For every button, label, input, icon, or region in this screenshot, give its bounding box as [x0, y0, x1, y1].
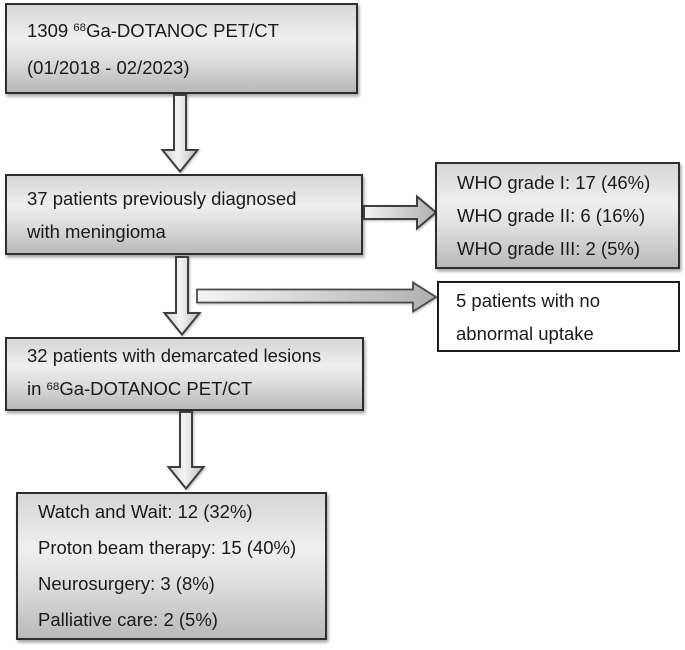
management-line-2: Proton beam therapy: 15 (40%): [38, 537, 297, 558]
no-uptake-box: 5 patients with no abnormal uptake: [437, 281, 680, 352]
no-uptake-line2: abnormal uptake: [456, 322, 594, 344]
arrow-down-icon: [162, 256, 202, 337]
start-cohort-line1: 1309 68Ga-DOTANOC PET/CT: [27, 19, 279, 41]
arrow-right-icon: [363, 194, 438, 231]
who-grade-line-1: WHO grade I: 17 (46%): [457, 172, 651, 193]
who-grade-line-2: WHO grade II: 6 (16%): [457, 205, 646, 226]
demarcated-lesions-box: 32 patients with demarcated lesions in 6…: [5, 337, 364, 411]
no-uptake-line1: 5 patients with no: [456, 289, 600, 311]
meningioma-diagnosed-box: 37 patients previously diagnosed with me…: [5, 174, 363, 255]
arrow-down-icon: [166, 411, 206, 491]
demarcated-lesions-line1: 32 patients with demarcated lesions: [27, 345, 322, 366]
management-line-4: Palliative care: 2 (5%): [38, 609, 218, 630]
who-grade-line-3: WHO grade III: 2 (5%): [457, 238, 640, 259]
meningioma-diagnosed-line1: 37 patients previously diagnosed: [27, 187, 297, 209]
management-outcome-box: Watch and Wait: 12 (32%) Proton beam the…: [16, 492, 327, 640]
start-cohort-box: 1309 68Ga-DOTANOC PET/CT (01/2018 - 02/2…: [5, 3, 358, 94]
arrow-right-icon: [196, 280, 438, 314]
management-line-3: Neurosurgery: 3 (8%): [38, 573, 215, 594]
start-cohort-line2: (01/2018 - 02/2023): [27, 56, 190, 78]
management-line-1: Watch and Wait: 12 (32%): [38, 501, 253, 522]
isotope-superscript: 68: [46, 380, 60, 393]
who-grade-box: WHO grade I: 17 (46%) WHO grade II: 6 (1…: [435, 162, 680, 269]
arrow-down-icon: [160, 94, 200, 174]
isotope-superscript: 68: [73, 22, 87, 35]
meningioma-diagnosed-line2: with meningioma: [27, 220, 166, 242]
demarcated-lesions-line2: in 68Ga-DOTANOC PET/CT: [27, 378, 253, 399]
